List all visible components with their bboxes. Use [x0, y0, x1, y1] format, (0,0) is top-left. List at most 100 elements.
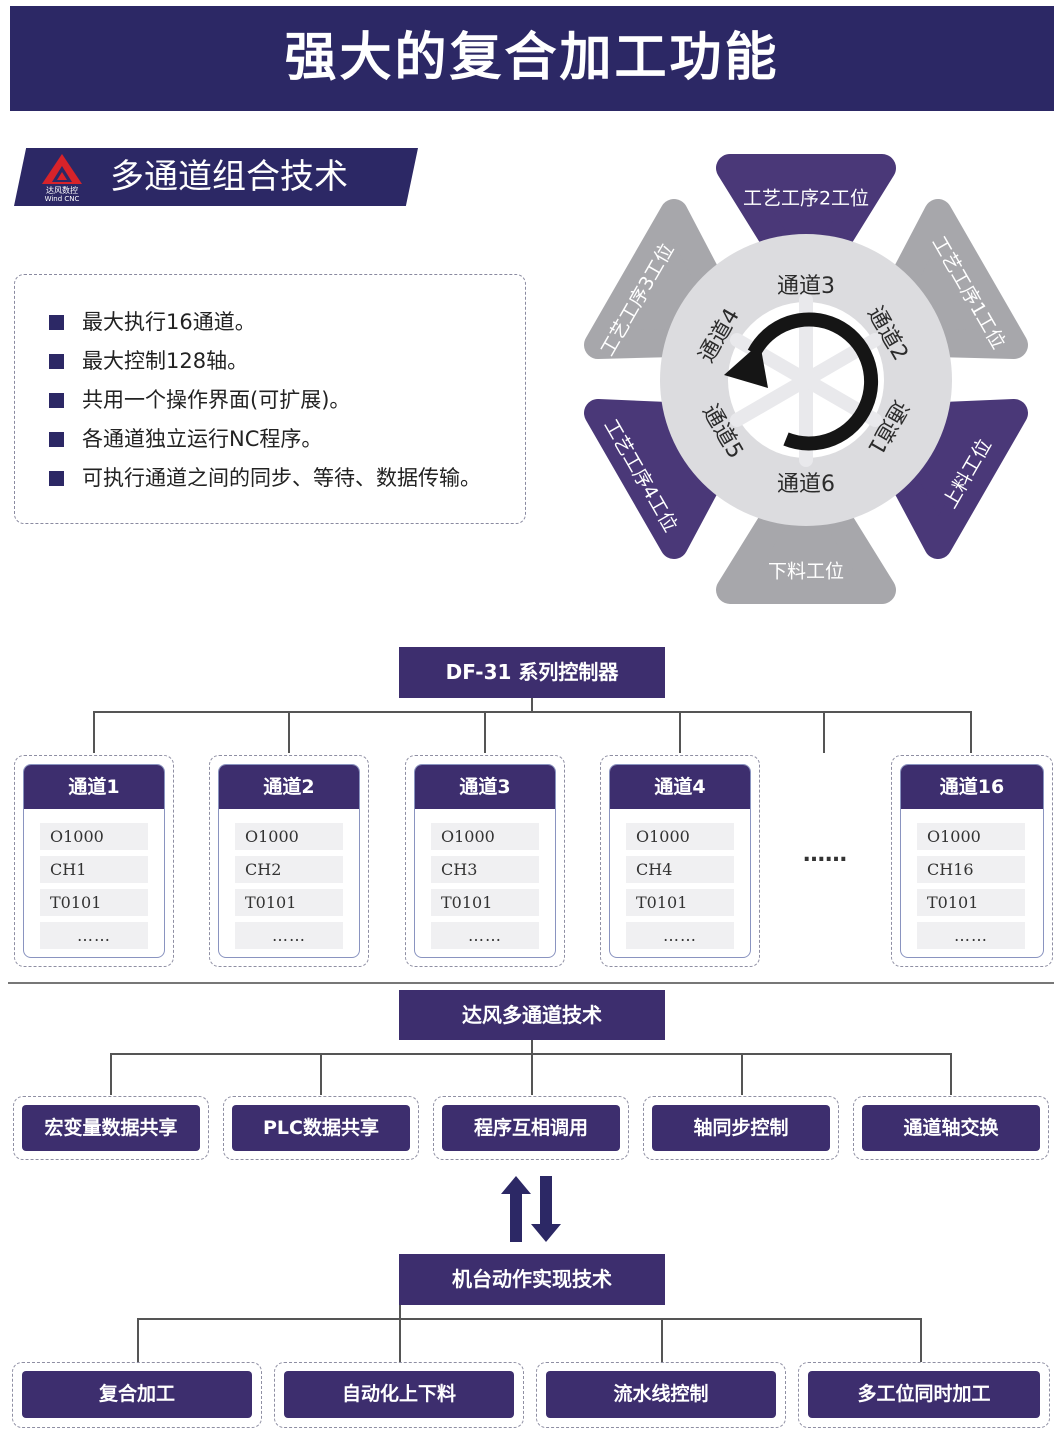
channel-card-inner: 通道1 O1000 CH1 T0101 …… — [23, 764, 165, 958]
channel-card: 通道1 O1000 CH1 T0101 …… — [14, 755, 174, 967]
channel-tool: T0101 — [917, 889, 1025, 916]
tech-item: 轴同步控制 — [652, 1105, 830, 1151]
feature-item: 可执行通道之间的同步、等待、数据传输。 — [49, 463, 481, 493]
bullet-square-icon — [49, 432, 64, 447]
channel-program: O1000 — [917, 823, 1025, 850]
channel-more: …… — [626, 922, 734, 949]
channel-card: 通道3 O1000 CH3 T0101 …… — [405, 755, 565, 967]
channel-card: 通道4 O1000 CH4 T0101 …… — [600, 755, 760, 967]
connector-line — [484, 711, 486, 753]
connector-line — [399, 1318, 401, 1362]
connector-line — [823, 711, 825, 753]
channel-id: CH1 — [40, 856, 148, 883]
connector-line — [93, 711, 972, 713]
connector-line — [110, 1053, 951, 1055]
bidirectional-arrow-icon — [501, 1176, 561, 1242]
channel-program: O1000 — [431, 823, 539, 850]
divider — [8, 982, 1054, 984]
channel-program: O1000 — [235, 823, 343, 850]
connector-line — [531, 1040, 533, 1054]
machine-item-frame — [536, 1362, 786, 1428]
controller-title: DF-31 系列控制器 — [399, 647, 665, 698]
header-banner — [10, 6, 1054, 111]
channel-tool: T0101 — [235, 889, 343, 916]
tech-item-frame — [433, 1096, 629, 1160]
channel-card-inner: 通道16 O1000 CH16 T0101 …… — [900, 764, 1044, 958]
channel-id: CH2 — [235, 856, 343, 883]
tech-item: PLC数据共享 — [232, 1105, 410, 1151]
connector-line — [288, 711, 290, 753]
tech-item: 宏变量数据共享 — [22, 1105, 200, 1151]
connector-line — [661, 1318, 663, 1362]
channel-tool: T0101 — [431, 889, 539, 916]
connector-line — [679, 711, 681, 753]
bullet-square-icon — [49, 393, 64, 408]
rotation-arrow-icon — [747, 312, 879, 451]
machine-item: 自动化上下料 — [284, 1371, 514, 1418]
connector-line — [137, 1318, 139, 1362]
feature-box: 最大执行16通道。 最大控制128轴。 共用一个操作界面(可扩展)。 各通道独立… — [14, 274, 526, 524]
page-title: 强大的复合加工功能 — [284, 28, 780, 88]
logo-icon — [42, 154, 82, 184]
bullet-square-icon — [49, 354, 64, 369]
feature-item: 共用一个操作界面(可扩展)。 — [49, 385, 350, 415]
channel-card-title: 通道1 — [24, 765, 164, 809]
channel-id: CH16 — [917, 856, 1025, 883]
tech-item-frame — [223, 1096, 419, 1160]
tech-item: 通道轴交换 — [862, 1105, 1040, 1151]
channel-card-title: 通道4 — [610, 765, 750, 809]
feature-item: 最大控制128轴。 — [49, 346, 248, 376]
machine-item-frame — [12, 1362, 262, 1428]
channel-program: O1000 — [40, 823, 148, 850]
bullet-square-icon — [49, 471, 64, 486]
channel-more: …… — [40, 922, 148, 949]
channel-id: CH3 — [431, 856, 539, 883]
channel-card-title: 通道2 — [219, 765, 359, 809]
tech-item: 程序互相调用 — [442, 1105, 620, 1151]
connector-line — [320, 1053, 322, 1095]
connector-line — [531, 698, 533, 712]
channel-card-inner: 通道4 O1000 CH4 T0101 …… — [609, 764, 751, 958]
machine-title: 机台动作实现技术 — [399, 1254, 665, 1305]
channel-card: 通道2 O1000 CH2 T0101 …… — [209, 755, 369, 967]
feature-item: 各通道独立运行NC程序。 — [49, 424, 322, 454]
channel-more: …… — [235, 922, 343, 949]
connector-line — [741, 1053, 743, 1095]
station-label: 工艺工序2工位 — [743, 188, 869, 210]
machine-item: 流水线控制 — [546, 1371, 776, 1418]
section-tag — [14, 148, 418, 206]
channel-card-inner: 通道2 O1000 CH2 T0101 …… — [218, 764, 360, 958]
channel-card: 通道16 O1000 CH16 T0101 …… — [891, 755, 1053, 967]
channel-card-inner: 通道3 O1000 CH3 T0101 …… — [414, 764, 556, 958]
connector-line — [137, 1318, 922, 1320]
channel-program: O1000 — [626, 823, 734, 850]
connector-line — [93, 711, 95, 753]
connector-line — [950, 1053, 952, 1095]
connector-line — [399, 1305, 401, 1319]
channel-id: CH4 — [626, 856, 734, 883]
channel-label: 通道3 — [777, 274, 835, 299]
arrow-head-icon — [724, 343, 768, 388]
channel-more: …… — [917, 922, 1025, 949]
feature-item: 最大执行16通道。 — [49, 307, 256, 337]
channel-label: 通道6 — [777, 472, 835, 497]
bullet-square-icon — [49, 315, 64, 330]
connector-line — [920, 1318, 922, 1362]
tech-title: 达风多通道技术 — [399, 990, 665, 1040]
logo-subtitle: Wind CNC — [44, 195, 80, 203]
channel-tool: T0101 — [40, 889, 148, 916]
machine-item-frame — [274, 1362, 524, 1428]
section-title: 多通道组合技术 — [110, 157, 348, 197]
machine-item: 多工位同时加工 — [808, 1371, 1040, 1418]
station-label: 下料工位 — [768, 561, 844, 583]
logo-name: 达风数控 — [46, 186, 78, 195]
tech-item-frame — [643, 1096, 839, 1160]
channel-ellipsis: …… — [803, 842, 847, 867]
channel-card-title: 通道3 — [415, 765, 555, 809]
channel-wheel: 通道3 通道2 通道1 通道6 通道5 通道4 工艺工序2工位 工艺工序1工位 … — [584, 154, 1028, 604]
channel-tool: T0101 — [626, 889, 734, 916]
connector-line — [531, 1053, 533, 1095]
connector-line — [110, 1053, 112, 1095]
channel-card-title: 通道16 — [901, 765, 1043, 809]
tech-item-frame — [853, 1096, 1049, 1160]
